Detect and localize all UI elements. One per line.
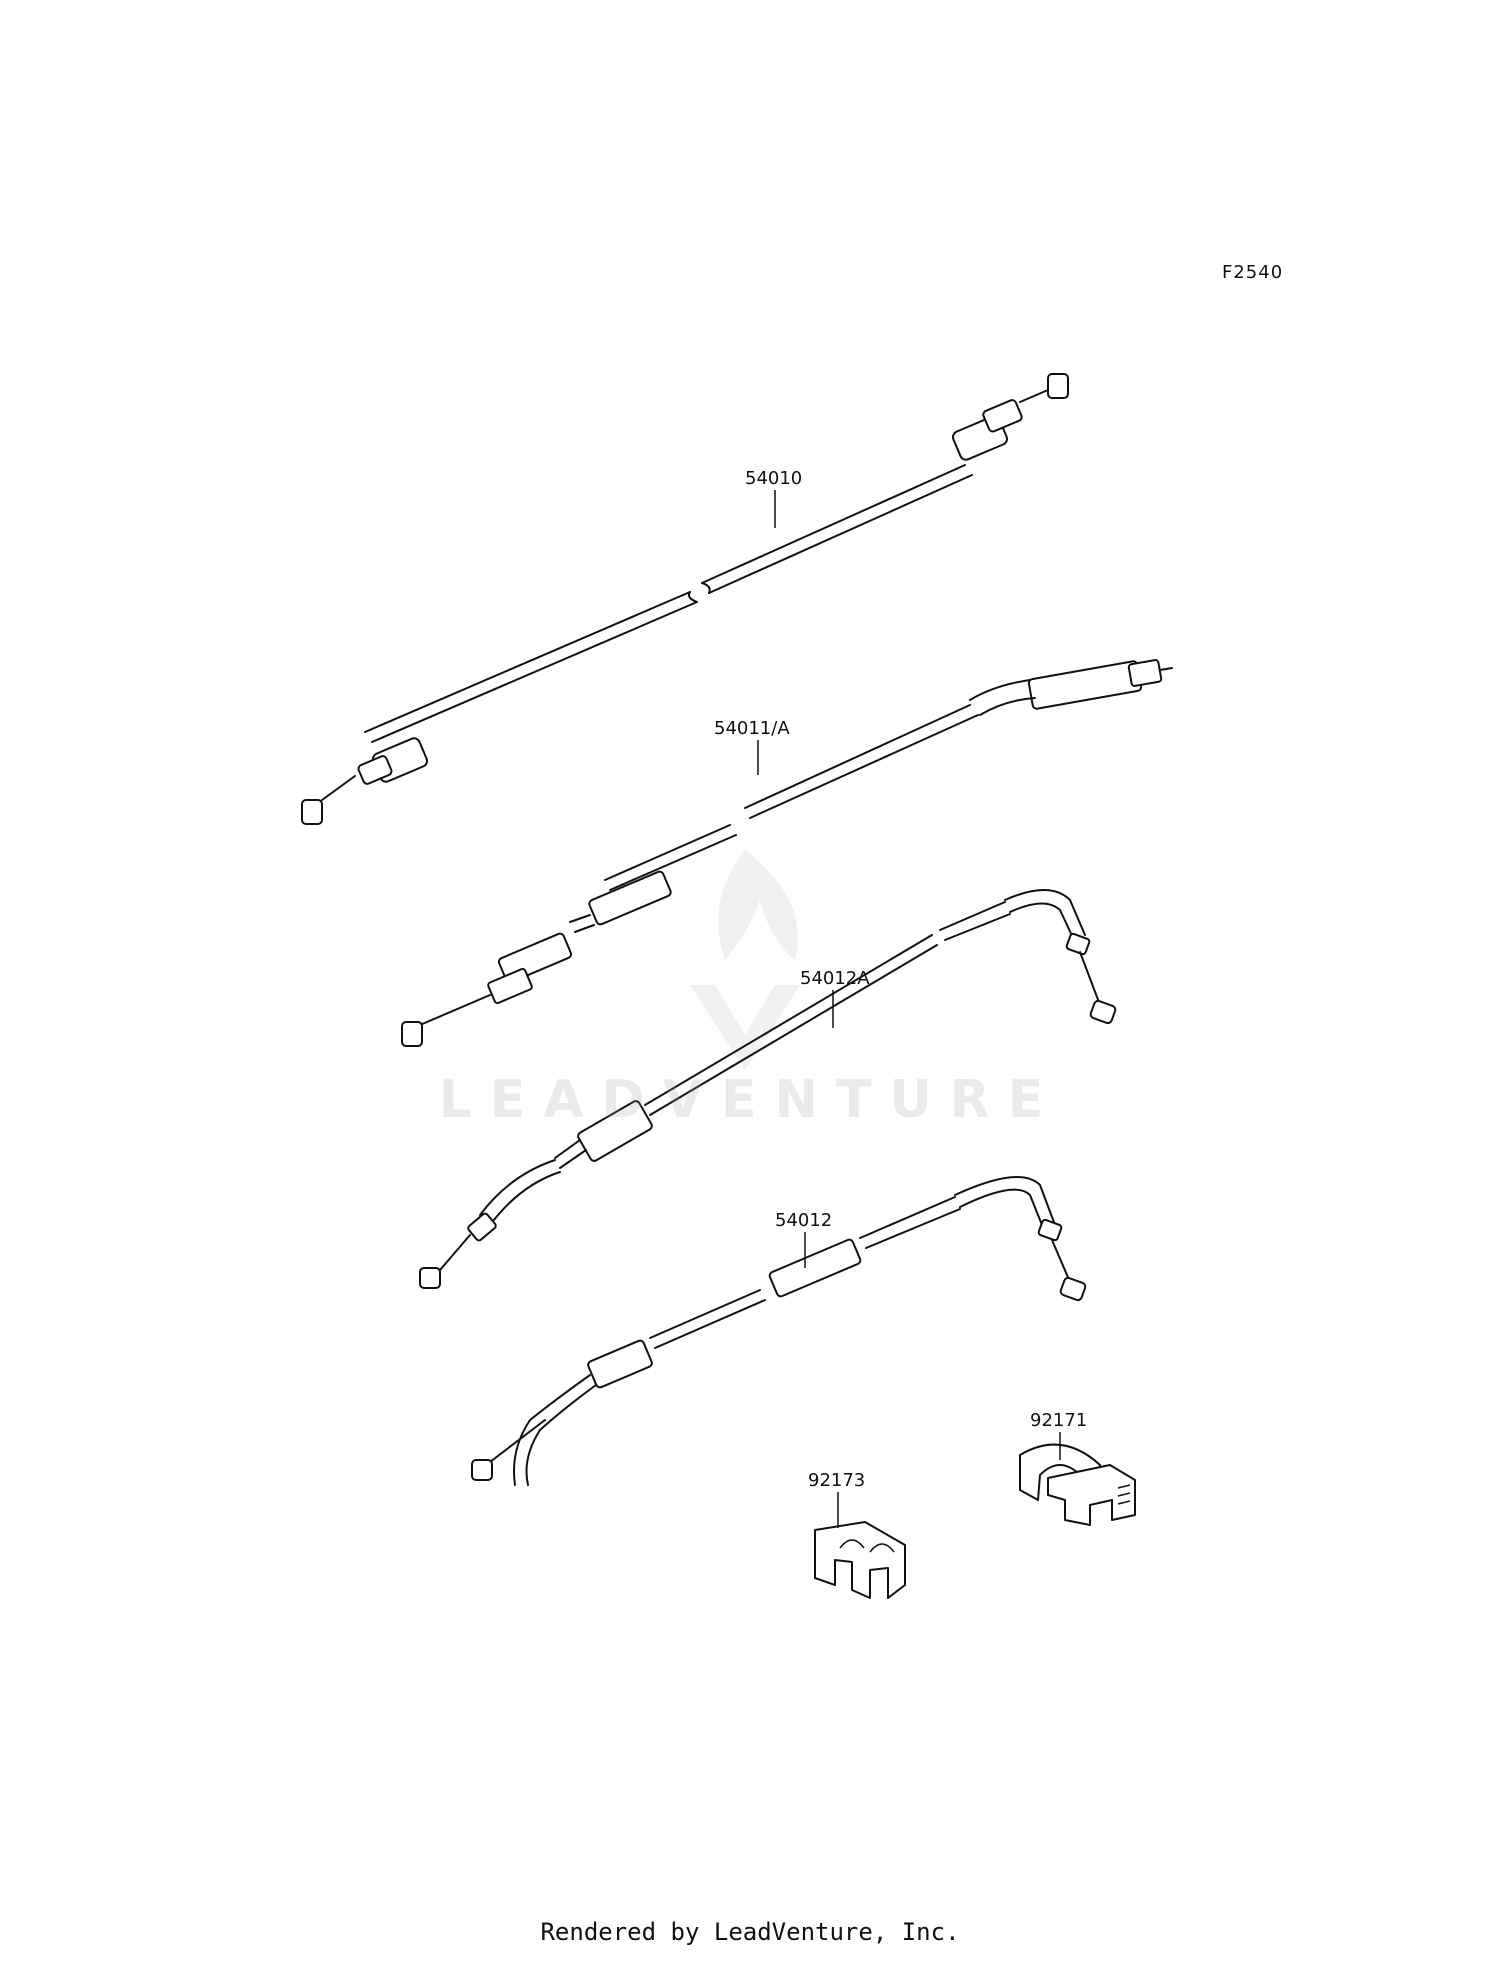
clamp-92173[interactable] [814,1521,906,1599]
cable-54011-a[interactable] [401,659,1173,1047]
cable-54012a[interactable] [419,889,1117,1289]
cable-54012[interactable] [471,1176,1087,1486]
cable-54010[interactable] [301,373,1069,825]
part-label-92171[interactable]: 92171 [1030,1410,1087,1431]
part-label-54011-a[interactable]: 54011/A [714,718,790,739]
figure-code: F2540 [1222,262,1284,283]
part-label-92173[interactable]: 92173 [808,1470,865,1491]
footer-credit: Rendered by LeadVenture, Inc. [540,1918,960,1946]
watermark-logo-icon [690,850,800,1070]
clamp-92171[interactable] [1019,1443,1136,1526]
part-label-54012[interactable]: 54012 [775,1210,832,1231]
part-label-54012a[interactable]: 54012A [800,968,870,989]
part-label-54010[interactable]: 54010 [745,468,802,489]
